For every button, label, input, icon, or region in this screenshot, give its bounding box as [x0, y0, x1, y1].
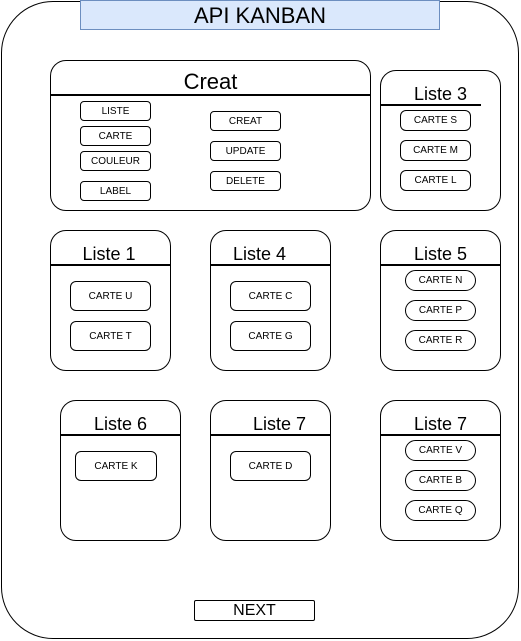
list-panel-liste-6: Liste 6 CARTE K [60, 400, 181, 541]
carte-button[interactable]: CARTE [80, 126, 151, 146]
list-title: Liste 6 [93, 414, 148, 434]
couleur-button[interactable]: COULEUR [80, 151, 151, 171]
list-panel-liste-7-right: Liste 7 CARTE V CARTE B CARTE Q [380, 400, 501, 541]
card[interactable]: CARTE S [400, 110, 471, 131]
creat-panel: Creat LISTE CARTE COULEUR LABEL CREAT UP… [50, 60, 371, 211]
list-panel-liste-5: Liste 5 CARTE N CARTE P CARTE R [380, 230, 501, 371]
card[interactable]: CARTE M [400, 140, 471, 161]
card[interactable]: CARTE P [405, 300, 476, 321]
card[interactable]: CARTE U [70, 281, 151, 311]
list-divider [381, 434, 500, 436]
update-button[interactable]: UPDATE [210, 141, 281, 161]
list-panel-liste-1: Liste 1 CARTE U CARTE T [50, 230, 171, 371]
list-divider [51, 264, 170, 266]
card[interactable]: CARTE Q [405, 500, 476, 521]
list-title: Liste 4 [232, 244, 287, 264]
creat-panel-divider [51, 94, 370, 96]
liste-button[interactable]: LISTE [80, 101, 151, 121]
card[interactable]: CARTE G [230, 321, 311, 351]
list-divider [211, 264, 330, 266]
list-panel-liste-4: Liste 4 CARTE C CARTE G [210, 230, 331, 371]
card[interactable]: CARTE T [70, 321, 151, 351]
next-button[interactable]: NEXT [194, 600, 315, 621]
list-title: Liste 3 [413, 84, 468, 104]
list-panel-liste-7: Liste 7 CARTE D [210, 400, 331, 541]
list-divider [61, 434, 180, 436]
list-title: Liste 1 [82, 244, 136, 264]
label-button[interactable]: LABEL [80, 181, 151, 201]
card[interactable]: CARTE C [230, 281, 311, 311]
delete-button[interactable]: DELETE [210, 171, 281, 191]
list-divider [381, 264, 500, 266]
list-divider [381, 104, 481, 106]
card[interactable]: CARTE R [405, 330, 476, 351]
list-divider [211, 434, 330, 436]
card[interactable]: CARTE L [400, 170, 471, 191]
app-title: API KANBAN [80, 0, 440, 30]
creat-panel-title: Creat [183, 69, 238, 94]
list-panel-liste-3: Liste 3 CARTE S CARTE M CARTE L [380, 70, 501, 211]
card[interactable]: CARTE B [405, 470, 476, 491]
card[interactable]: CARTE N [405, 270, 476, 291]
creat-button[interactable]: CREAT [210, 111, 281, 131]
card[interactable]: CARTE V [405, 440, 476, 461]
card[interactable]: CARTE K [75, 451, 157, 481]
list-title: Liste 5 [413, 244, 468, 264]
list-title: Liste 7 [252, 414, 307, 434]
card[interactable]: CARTE D [230, 451, 311, 481]
list-title: Liste 7 [413, 414, 468, 434]
